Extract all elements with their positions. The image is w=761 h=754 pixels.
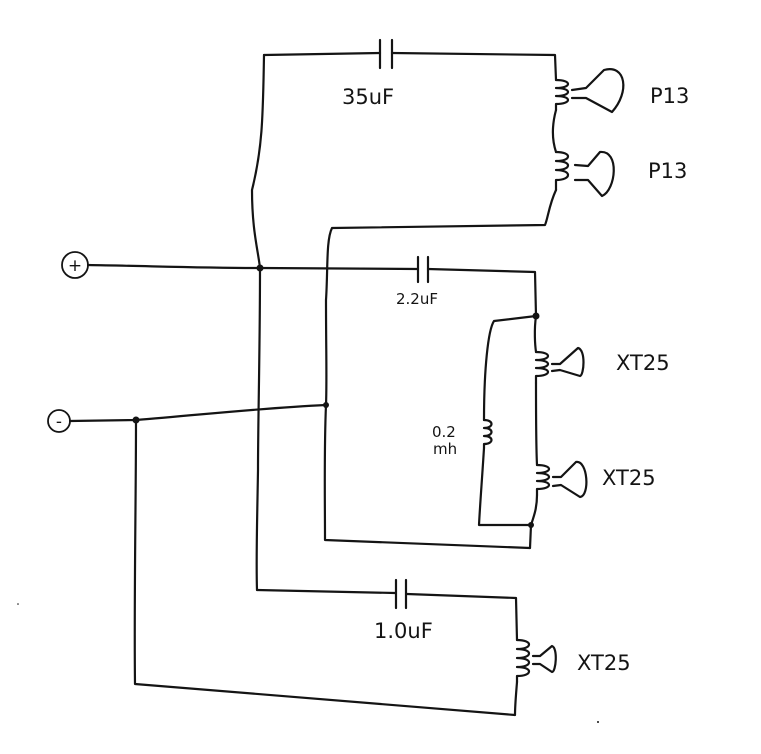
speaker-cone-icon [531,644,557,674]
wire-positive-rail [258,266,420,271]
positive-terminal: + [61,251,89,279]
voice-coil-icon [554,78,570,112]
tweeter-driver-3: XT25 [515,638,631,684]
wire-woofer-return [324,188,558,407]
wire-negative-rail [323,403,532,550]
wire-xt2-to-node [528,493,539,550]
speaker-cone-icon [573,150,615,198]
stray-mark [597,721,599,723]
stray-mark [17,603,19,605]
inductor-unit-label: mh [433,440,457,458]
tweeter-driver-1: XT25 [534,346,670,385]
wire-left-rail [250,53,266,592]
tweeter-3-label: XT25 [577,651,631,675]
junction-dot-positive [256,264,264,272]
speaker-cone-icon [550,346,585,378]
positive-terminal-symbol: + [68,256,82,276]
woofer-2-label: P13 [648,159,687,183]
wire-bottom-right [405,592,519,642]
tweeter-1-label: XT25 [616,351,670,375]
speaker-cone-icon [551,460,588,499]
wire-top-right [390,51,558,82]
junction-dot-tweeter-top [532,312,540,320]
woofer-1-label: P13 [650,84,689,108]
speaker-cone-icon [570,68,625,114]
wire-inductor-bottom [477,446,533,527]
wire-woofer-link [551,108,558,154]
wire-negative-input [68,403,328,423]
wire-bottom-return [133,418,519,717]
wire-top-left [262,51,382,57]
woofer-driver-2: P13 [554,150,687,198]
wire-inductor-top [482,314,538,422]
wire-node-to-xt1 [533,314,538,354]
tweeter-driver-2: XT25 [535,460,656,499]
inductor-value-label: 0.2 [432,423,456,441]
junction-dot-tweeter-bottom [528,522,534,528]
capacitor-2-2uf-label: 2.2uF [396,290,438,308]
tweeter-2-label: XT25 [602,466,656,490]
wire-xt1-to-xt2 [534,381,539,467]
voice-coil-icon [554,150,570,192]
negative-terminal: - [47,409,71,433]
voice-coil-icon [515,638,531,684]
capacitor-1-0uf-label: 1.0uF [374,619,433,643]
wire-positive-input [86,263,262,270]
voice-coil-icon [534,350,550,385]
capacitor-1-0uf: 1.0uF [374,578,433,643]
capacitor-35uf-label: 35uF [342,85,394,109]
wire-bottom-left [255,588,397,595]
junction-dot-negative [132,416,140,424]
inductor-0-2mh: 0.2 mh [432,418,493,458]
woofer-driver-1: P13 [554,68,689,114]
capacitor-2-2uf: 2.2uF [396,255,438,308]
capacitor-35uf: 35uF [342,38,394,109]
wire-mid-cap-out [426,267,538,318]
voice-coil-icon [535,463,551,497]
junction-dot-return [323,402,329,408]
negative-terminal-symbol: - [56,412,62,432]
